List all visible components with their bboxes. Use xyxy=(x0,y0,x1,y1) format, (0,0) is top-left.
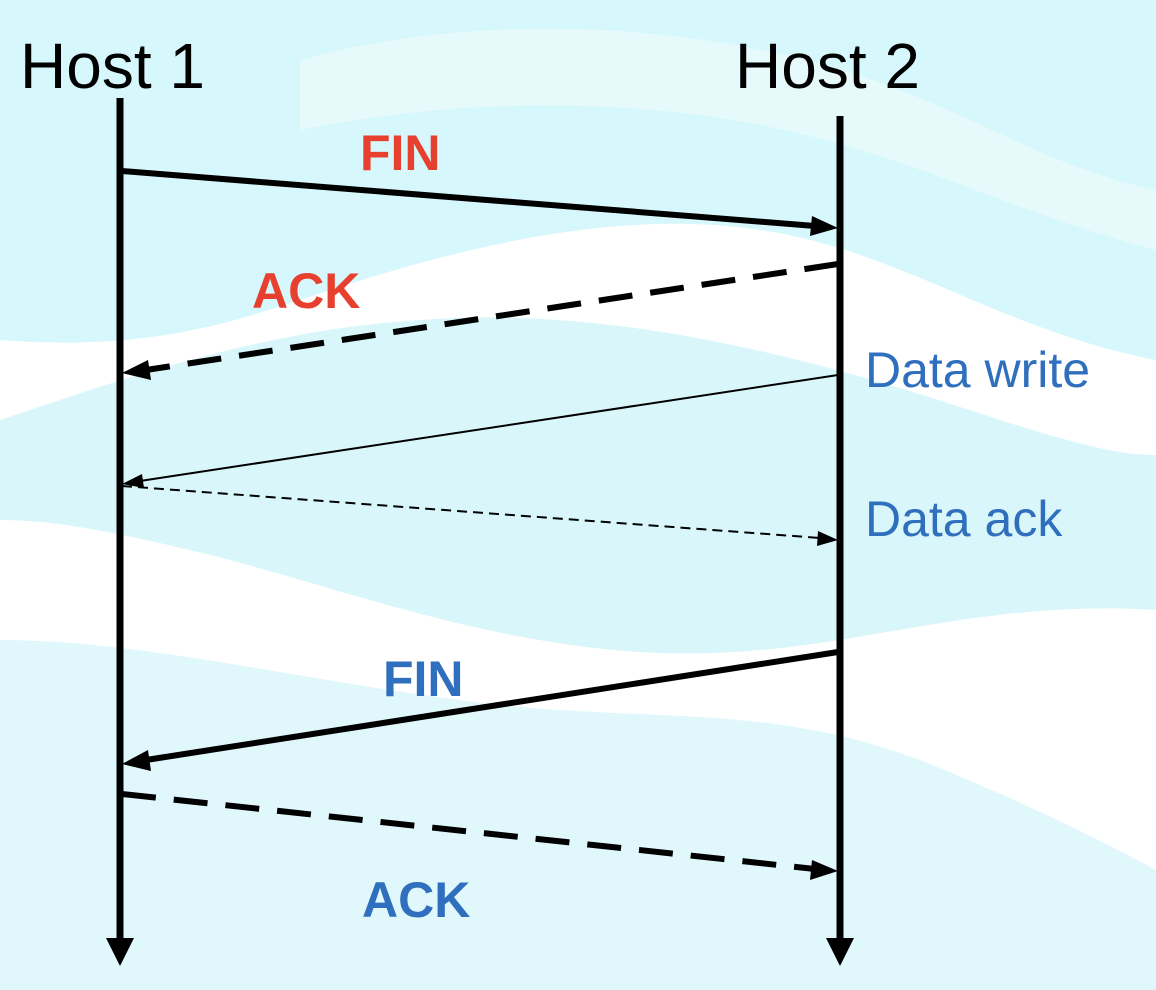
message-fin-1-label: FIN xyxy=(360,125,441,181)
message-data-ack: Data ack xyxy=(121,485,1063,547)
message-fin-2: FIN xyxy=(122,649,839,771)
background-swoosh-middle xyxy=(0,317,1156,654)
message-ack-2: ACK xyxy=(121,791,838,928)
host-2-label: Host 2 xyxy=(735,30,920,102)
message-fin-1: FIN xyxy=(121,125,838,236)
host-1-timeline xyxy=(106,98,134,966)
host-2-timeline xyxy=(826,116,854,966)
message-ack-2-arrowhead xyxy=(810,860,838,880)
message-data-ack-label: Data ack xyxy=(865,491,1063,547)
message-data-write-arrowhead xyxy=(122,474,144,488)
background-swoosh-highlight xyxy=(300,28,1156,250)
background-swoosh-bottom xyxy=(0,640,1156,990)
host-2-timeline-arrowhead xyxy=(826,938,854,966)
message-ack-1-arrowhead xyxy=(122,360,151,380)
message-fin-2-arrowhead xyxy=(122,750,151,771)
host-1-timeline-arrowhead xyxy=(106,938,134,966)
message-data-write: Data write xyxy=(122,342,1090,488)
message-data-write-label: Data write xyxy=(865,342,1090,398)
message-fin-1-arrowhead xyxy=(810,216,838,236)
message-data-ack-arrowhead xyxy=(817,531,838,546)
message-ack-2-label: ACK xyxy=(362,872,470,928)
message-ack-1: ACK xyxy=(122,261,839,380)
message-ack-1-label: ACK xyxy=(252,263,360,319)
host-1-label: Host 1 xyxy=(20,30,205,102)
message-fin-2-label: FIN xyxy=(383,651,464,707)
